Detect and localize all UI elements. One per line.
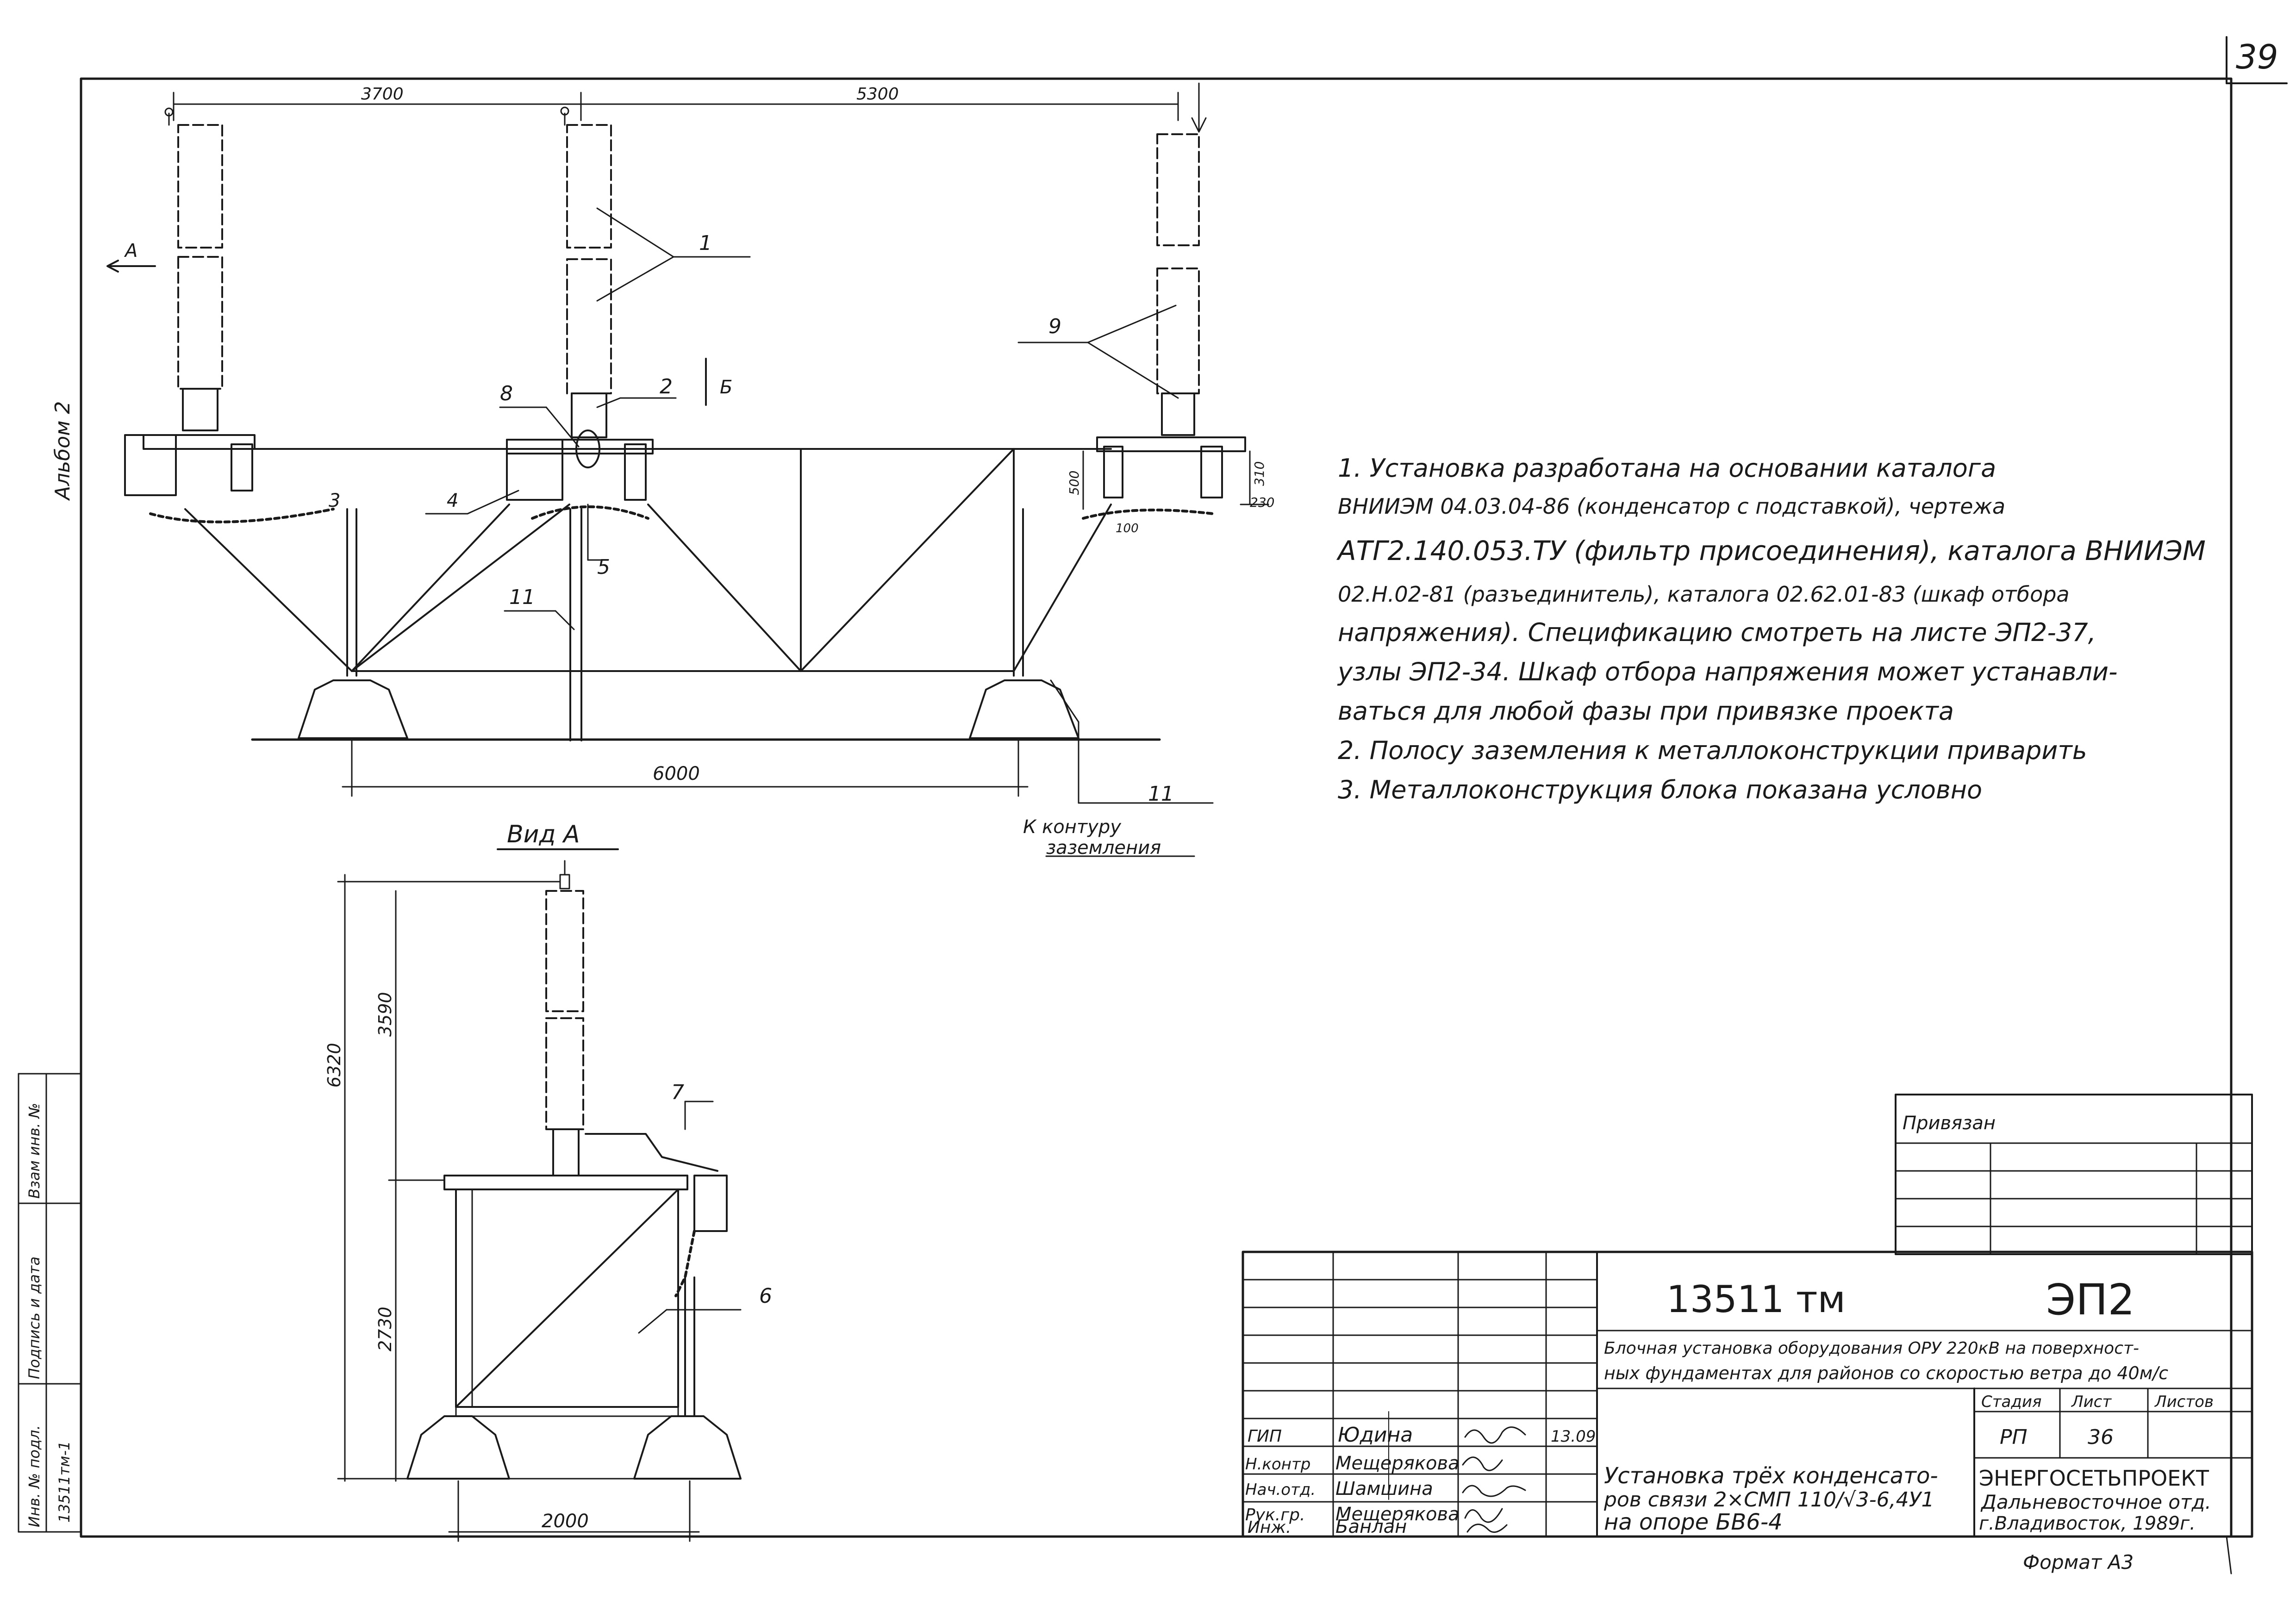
sig-role-nkontr: Н.контр xyxy=(1245,1455,1310,1474)
callout-8: 8 xyxy=(500,382,513,405)
dim-6000-line xyxy=(342,740,1029,797)
drawing-title-line2: ров связи 2×СМП 110/√3-6,4У1 xyxy=(1603,1488,1934,1512)
sig-name-inzh: Банлан xyxy=(1335,1516,1407,1537)
view-a-column xyxy=(443,860,742,1408)
stage-value: РП xyxy=(2000,1425,2028,1449)
dim-6320: 6320 xyxy=(324,1043,344,1088)
sheet-code: ЭП2 xyxy=(2046,1275,2135,1325)
note-line-3: АТГ2.140.053.ТУ (фильтр присоединения), … xyxy=(1336,535,2206,566)
stamp-inv-podl: Инв. № подл. xyxy=(25,1425,43,1527)
binding-table xyxy=(1895,1094,2253,1255)
stamp-podp-data: Подпись и дата xyxy=(25,1257,43,1379)
binding-label: Привязан xyxy=(1903,1113,1996,1134)
stamp-vzam-inv: Взам инв. № xyxy=(25,1103,43,1199)
callout-1: 1 xyxy=(699,231,712,255)
dim-100: 100 xyxy=(1116,522,1139,535)
sheet-header: Лист xyxy=(2071,1393,2112,1411)
dim-230: 230 xyxy=(1250,495,1274,510)
org-name: ЭНЕРГОСЕТЬПРОЕКТ xyxy=(1979,1466,2209,1491)
section-arrow-b-label: Б xyxy=(720,377,732,398)
view-a-title: Вид А xyxy=(507,821,580,848)
note-line-7: ваться для любой фазы при привязке проек… xyxy=(1338,697,1954,726)
sig-role-inzh: Инж. xyxy=(1248,1518,1291,1537)
callout-7: 7 xyxy=(671,1081,684,1104)
top-dimensions xyxy=(173,82,1207,133)
leader-lines xyxy=(425,207,1214,857)
org-city-year: г.Владивосток, 1989г. xyxy=(1979,1513,2196,1534)
sig-role-rukgr: Рук.гр. xyxy=(1245,1506,1305,1524)
dim-2730: 2730 xyxy=(375,1307,395,1351)
sig-role-gip: ГИП xyxy=(1248,1427,1282,1446)
support-posts xyxy=(346,508,1024,741)
album-label: Альбом 2 xyxy=(51,401,75,501)
signature-scribbles xyxy=(1462,1426,1526,1533)
capacitor-column-right xyxy=(1156,133,1200,436)
view-a-dimensions xyxy=(337,874,742,1542)
dim-500: 500 xyxy=(1067,471,1082,495)
sig-name-rukgr: Мещерякова xyxy=(1335,1504,1460,1525)
stamp-inv-value: 13511тм-1 xyxy=(56,1441,73,1523)
view-arrow-a-label: А xyxy=(124,240,137,261)
page-number: 39 xyxy=(2236,37,2278,76)
project-title-line1: Блочная установка оборудования ОРУ 220кВ… xyxy=(1604,1339,2139,1358)
ground-note-line2: заземления xyxy=(1046,837,1161,859)
sig-role-nachotd: Нач.отд. xyxy=(1245,1481,1316,1499)
left-margin-stamp: Взам инв. № Подпись и дата Инв. № подл. … xyxy=(18,1073,82,1533)
foundations xyxy=(251,679,1161,741)
sig-name-nkontr: Мещерякова xyxy=(1335,1453,1460,1474)
title-block xyxy=(1242,1251,2253,1538)
view-arrow-a xyxy=(106,260,156,273)
dim-3590: 3590 xyxy=(375,992,395,1037)
dim-310: 310 xyxy=(1252,461,1267,486)
project-title-line2: ных фундаментах для районов со скоростью… xyxy=(1604,1363,2168,1383)
view-a-posts-foundations xyxy=(406,1276,742,1480)
note-line-1: 1. Установка разработана на основании ка… xyxy=(1338,454,1996,483)
callout-2: 2 xyxy=(660,375,673,398)
sheet-value: 36 xyxy=(2088,1425,2114,1449)
right-platform-dims xyxy=(1082,450,1269,510)
sig-name-nachotd: Шамшина xyxy=(1335,1478,1433,1500)
note-line-5: напряжения). Спецификацию смотреть на ли… xyxy=(1338,618,2096,647)
format-label: Формат А3 xyxy=(2023,1551,2134,1574)
callout-9: 9 xyxy=(1048,315,1061,338)
callout-11-top: 11 xyxy=(509,585,535,609)
org-branch: Дальневосточное отд. xyxy=(1980,1491,2211,1513)
note-line-6: узлы ЭП2-34. Шкаф отбора напряжения може… xyxy=(1337,657,2118,686)
dim-6000: 6000 xyxy=(653,763,700,784)
note-line-9: 3. Металлоконструкция блока показана усл… xyxy=(1338,775,1982,804)
sig-date-gip: 13.09 xyxy=(1551,1427,1596,1446)
capacitor-column-left xyxy=(164,107,223,431)
doc-code: 13511 тм xyxy=(1666,1278,1846,1321)
dim-5300: 5300 xyxy=(856,85,899,104)
equipment-platforms xyxy=(124,429,1246,523)
ground-note-line1: К контуру xyxy=(1023,816,1122,838)
support-truss xyxy=(175,448,1112,672)
note-line-4: 02.Н.02-81 (разъединитель), каталога 02.… xyxy=(1338,582,2070,607)
capacitor-column-middle xyxy=(560,106,612,438)
drawing-title-line3: на опоре БВ6-4 xyxy=(1604,1509,1783,1535)
stage-header: Стадия xyxy=(1981,1393,2041,1411)
dim-2000: 2000 xyxy=(542,1511,589,1532)
sig-name-gip: Юдина xyxy=(1338,1423,1413,1447)
note-line-8: 2. Полосу заземления к металлоконструкци… xyxy=(1338,736,2087,765)
sheets-header: Листов xyxy=(2154,1393,2214,1411)
callout-4: 4 xyxy=(447,490,458,511)
notes-block: 1. Установка разработана на основании ка… xyxy=(1336,454,2206,804)
callout-11-right: 11 xyxy=(1148,782,1174,806)
note-line-2: ВНИИЭМ 04.03.04-86 (конденсатор с подста… xyxy=(1338,494,2005,519)
drawing-title-line1: Установка трёх конденсато- xyxy=(1604,1463,1938,1489)
callout-5: 5 xyxy=(597,555,610,579)
callout-6: 6 xyxy=(759,1284,772,1308)
sheet-frame xyxy=(80,36,2288,1574)
callout-3: 3 xyxy=(329,490,340,511)
dim-3700: 3700 xyxy=(361,85,404,104)
